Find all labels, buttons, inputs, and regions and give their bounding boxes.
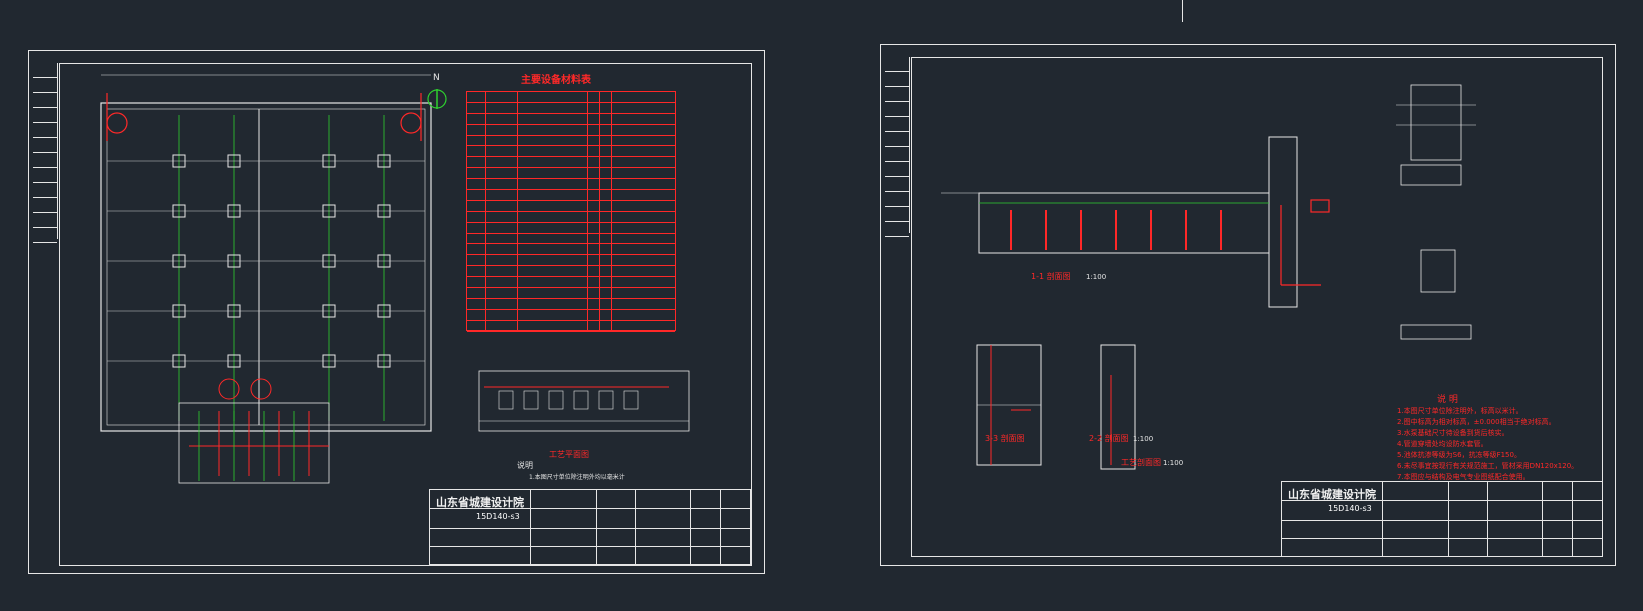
note-5: 5.池体抗渗等级为S6，抗冻等级F150。 — [1397, 451, 1521, 459]
process-scale: 1:100 — [1163, 459, 1184, 467]
drawing-number-1: 15D140-s3 — [476, 512, 520, 521]
note-6: 6.未尽事宜按现行有关规范施工，管材采用DN120x120。 — [1397, 462, 1579, 470]
plan-drawing — [100, 74, 690, 484]
north-label: N — [433, 73, 440, 83]
drawing-sheet-1[interactable]: N 主要设备材料表 工艺平面图 说明 1.本图尺寸单位除注明外均以毫米计 山东省… — [28, 50, 765, 574]
notes-title: 说 明 — [1437, 395, 1458, 405]
note-4: 4.管道穿墙处均设防水套管。 — [1397, 440, 1488, 448]
drawing-sheet-2[interactable]: 1-1 剖面图 1:100 3-3 剖面图 2-2 剖面图 1:100 工艺剖面… — [880, 44, 1616, 566]
section-drawings — [941, 84, 1476, 470]
org-name-1: 山东省城建设计院 — [436, 496, 524, 509]
process-caption: 工艺剖面图 — [1121, 458, 1161, 467]
notes-block: 说 明 1.本图尺寸单位除注明外，标高以米计。 2.图中标高为相对标高，±0.0… — [1397, 395, 1578, 483]
drawing-number-2: 15D140-s3 — [1328, 504, 1372, 513]
section-1-scale: 1:100 — [1086, 273, 1107, 281]
notes-title-1: 说明 — [517, 461, 533, 470]
equipment-table — [466, 91, 676, 332]
note-3: 3.水泵基础尺寸待设备到货后核实。 — [1397, 429, 1509, 437]
org-name-2: 山东省城建设计院 — [1288, 488, 1376, 501]
plan-caption: 工艺平面图 — [549, 450, 589, 459]
revision-strip-2 — [885, 57, 910, 237]
crosshair-cursor — [1182, 0, 1183, 22]
revision-strip — [33, 63, 58, 243]
drawing-frame-2 — [911, 57, 1603, 557]
section-1-caption: 1-1 剖面图 — [1031, 272, 1071, 281]
note-7: 7.本图应与结构及电气专业图纸配合使用。 — [1397, 473, 1530, 481]
drawing-frame — [59, 63, 752, 566]
note-1: 1.本图尺寸单位除注明外，标高以米计。 — [1397, 407, 1523, 415]
equipment-table-title: 主要设备材料表 — [521, 75, 591, 86]
title-block-2: 山东省城建设计院 15D140-s3 — [1281, 481, 1603, 557]
section-2-scale: 1:100 — [1133, 435, 1154, 443]
note-2: 2.图中标高为相对标高，±0.000相当于绝对标高。 — [1397, 418, 1556, 426]
section-3-caption: 3-3 剖面图 — [985, 434, 1025, 443]
section-2-caption: 2-2 剖面图 — [1089, 434, 1129, 443]
note-line-1: 1.本图尺寸单位除注明外均以毫米计 — [529, 474, 625, 481]
title-block-1: 山东省城建设计院 15D140-s3 — [429, 489, 751, 565]
